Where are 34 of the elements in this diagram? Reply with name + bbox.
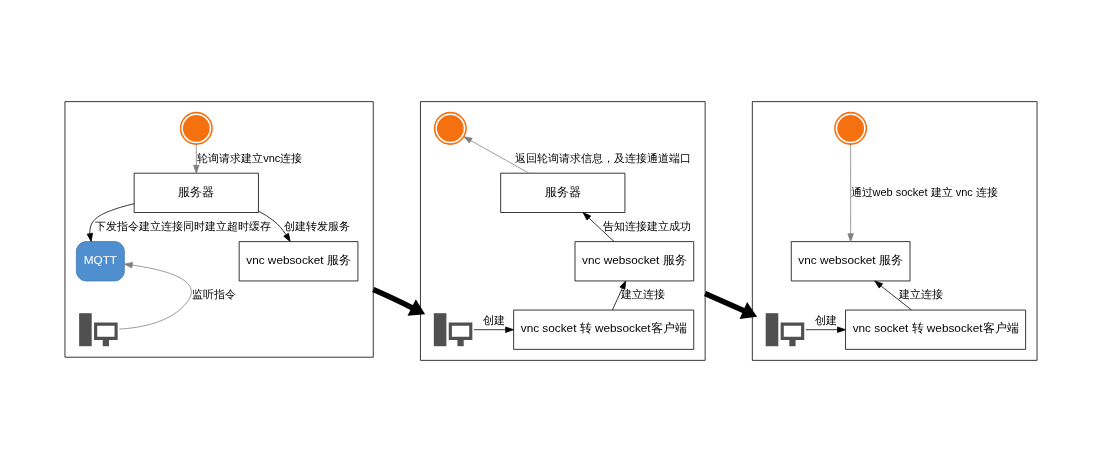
arrow	[874, 280, 912, 311]
arrow	[372, 287, 426, 316]
arrow	[847, 143, 854, 242]
edge-label: 建立连接	[621, 288, 666, 301]
arrow	[258, 210, 291, 242]
node-box: vnc websocket 服务	[790, 241, 911, 282]
node-box: vnc websocket 服务	[238, 241, 359, 282]
cluster	[420, 101, 706, 361]
arrow	[463, 136, 530, 174]
edge-label: 建立连接	[898, 288, 943, 301]
node-box: 服务器	[133, 172, 259, 213]
edge-label: 监听指令	[191, 288, 236, 301]
edge-label: 创建	[482, 314, 505, 327]
arrow	[118, 262, 192, 330]
node-box: vnc websocket 服务	[574, 241, 695, 282]
arrow	[582, 212, 615, 242]
cluster	[751, 101, 1038, 361]
edge-label: 返回轮询请求信息，及连接通道端口	[515, 151, 692, 164]
edge-label: 创建	[814, 314, 837, 327]
node-box: MQTT	[75, 241, 125, 282]
node-box: vnc socket 转 websocket客户端	[513, 309, 695, 350]
arrow	[86, 203, 135, 242]
node-box: vnc socket 转 websocket客户端	[845, 309, 1027, 350]
edge-label: 告知连接建立成功	[603, 219, 692, 232]
edge-label: 下发指令建立连接同时建立超时缓存	[95, 219, 272, 232]
node-box: 服务器	[500, 172, 626, 213]
arrow	[612, 280, 627, 311]
edge-label: 创建转发服务	[284, 219, 351, 232]
arrow	[704, 291, 758, 320]
arrow	[193, 144, 200, 174]
arrow	[473, 326, 514, 333]
arrow	[805, 326, 846, 333]
edge-label: 通过web socket 建立 vnc 连接	[850, 185, 998, 198]
edge-label: 轮询请求建立vnc连接	[197, 151, 303, 164]
